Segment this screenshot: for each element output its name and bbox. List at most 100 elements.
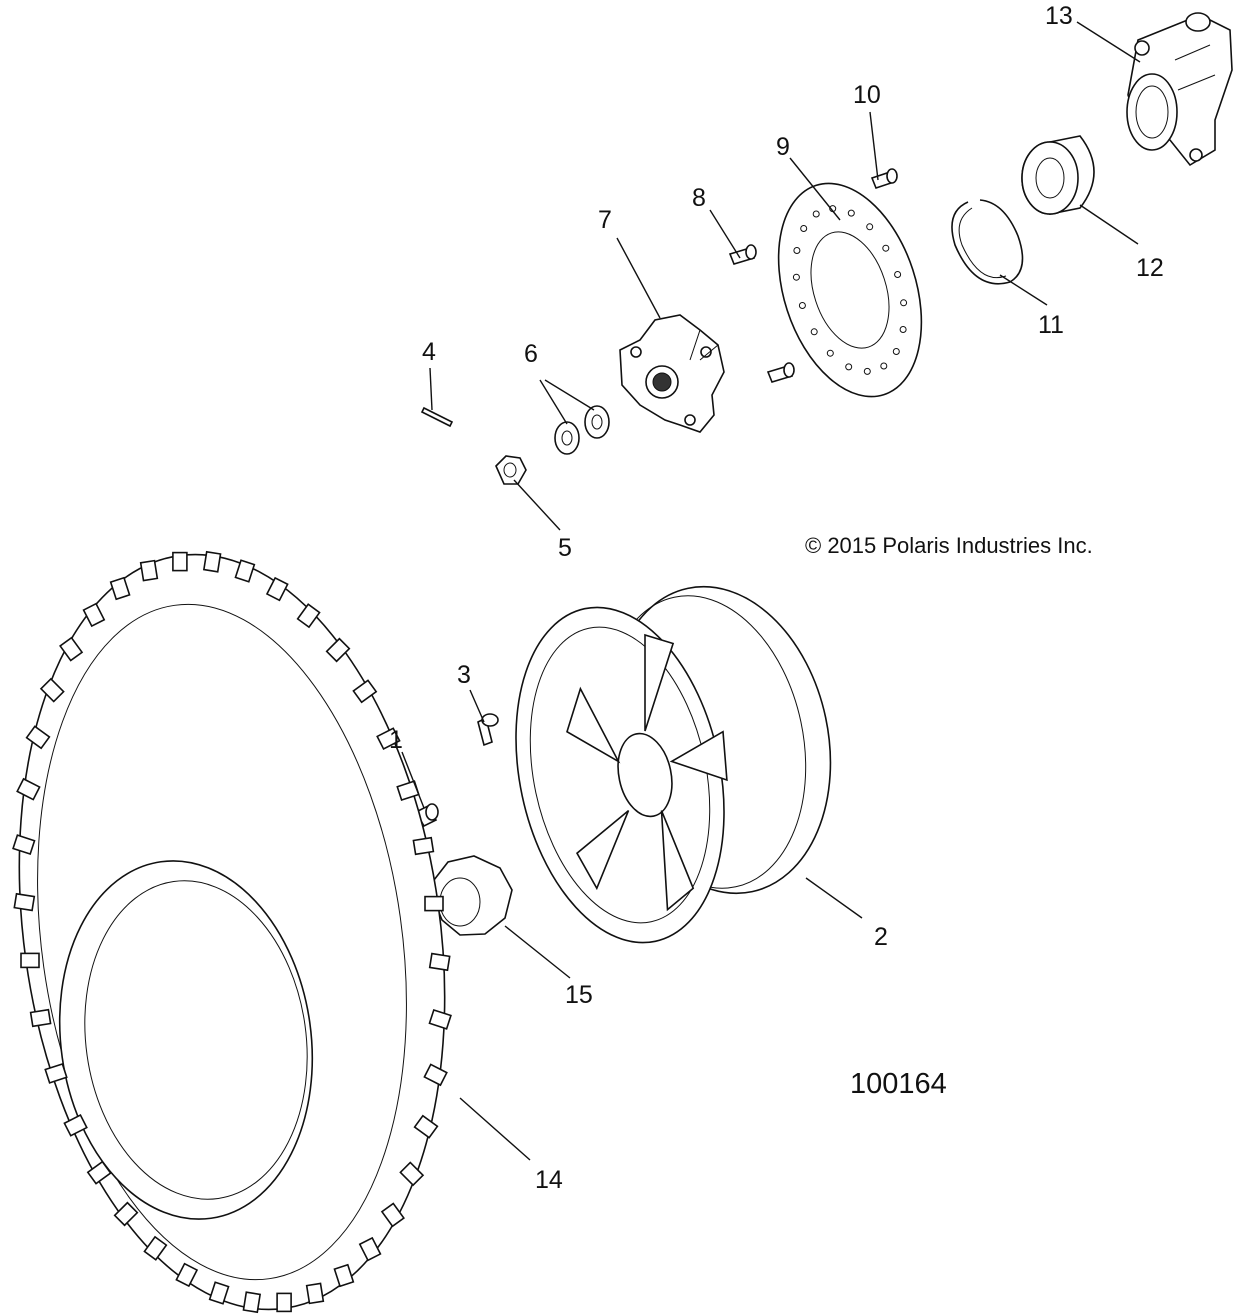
part-6-washers: [554, 405, 610, 455]
part-2-wheel-rim: [515, 585, 832, 944]
part-3-valve-stem: [477, 713, 499, 747]
leader-13: [1076, 21, 1141, 63]
callout-10: 10: [853, 81, 881, 109]
disc-hole: [793, 247, 801, 254]
tire-tread-block: [376, 727, 401, 750]
rim-spoke: [660, 810, 695, 912]
part-15-center-cap: [433, 855, 513, 936]
tire-tread-block: [12, 834, 36, 856]
tire-tread-block: [13, 892, 36, 912]
tire-tread-block: [423, 1063, 448, 1087]
part-8-bolt: [728, 244, 795, 383]
tire-tread-block: [139, 559, 159, 582]
callout-9: 9: [776, 133, 790, 161]
tire-tread-block: [82, 602, 106, 628]
disc-hole: [792, 273, 800, 281]
rim-spoke: [644, 633, 675, 732]
part-9-brake-disc: [777, 182, 923, 398]
tire-tread-block: [358, 1236, 382, 1262]
callout-13: 13: [1045, 2, 1073, 30]
callout-2: 2: [874, 923, 888, 951]
tire-tread-block: [428, 952, 451, 972]
part-13-bearing-carrier: [1126, 12, 1233, 167]
leader-15: [504, 925, 571, 979]
tire-tread-block: [352, 679, 378, 704]
part-7-wheel-hub: [619, 314, 725, 433]
leader-11: [999, 274, 1048, 306]
leader-3: [469, 689, 485, 723]
callout-14: 14: [535, 1166, 563, 1194]
copyright-notice: © 2015 Polaris Industries Inc.: [805, 533, 1093, 558]
callout-4: 4: [422, 338, 436, 366]
tire-tread-block: [109, 576, 131, 601]
disc-hole: [892, 348, 900, 355]
disc-hole: [866, 223, 874, 231]
tire-tread-block: [25, 725, 51, 750]
part-5-castle-nut: [495, 455, 527, 485]
tire-tread-block: [29, 1008, 52, 1028]
tire-tread-block: [39, 677, 65, 703]
tire-tread-block: [143, 1235, 168, 1261]
leader-12: [1079, 204, 1139, 245]
leader-14: [459, 1097, 531, 1161]
disc-hole: [810, 328, 818, 336]
leader-5: [513, 479, 561, 531]
tire-tread-block: [424, 895, 444, 912]
disc-hole: [812, 210, 820, 218]
part-12-wheel-bearing: [1021, 135, 1095, 215]
rim-spoke: [575, 809, 630, 891]
tire-tread-block: [333, 1263, 355, 1288]
tire-tread-block: [63, 1114, 88, 1137]
tire-tread-block: [202, 550, 222, 573]
tire-tread-block: [413, 1114, 439, 1139]
callout-7: 7: [598, 206, 612, 234]
disc-hole: [899, 326, 907, 333]
part-10-bolt: [870, 168, 898, 189]
disc-hole: [845, 363, 853, 371]
tire-tread-block: [305, 1282, 325, 1305]
tire-tread-block: [412, 836, 435, 856]
tire-tread-block: [234, 559, 256, 583]
callout-6: 6: [524, 340, 538, 368]
disc-hole: [882, 244, 890, 252]
tire-tread-block: [172, 551, 188, 572]
tire-tread-block: [265, 576, 289, 602]
leader-lines: [401, 21, 1141, 1161]
callout-1: 1: [389, 726, 403, 754]
disc-hole: [798, 302, 806, 309]
disc-hole: [894, 271, 902, 278]
leader-7: [616, 237, 661, 319]
tire-tread-block: [86, 1160, 112, 1185]
leader-6a: [539, 379, 568, 425]
callout-labels: 13 12 11 10 9 8 7 6 5 4 3 1 2 15 14: [389, 2, 1164, 1194]
tire-tread-block: [276, 1292, 292, 1313]
disc-hole: [863, 367, 871, 375]
disc-hole: [880, 362, 888, 370]
leader-1: [401, 751, 425, 809]
tire-tread-block: [20, 952, 40, 969]
tire-tread-block: [59, 636, 84, 662]
tire-tread-block: [399, 1161, 425, 1187]
tire-tread-block: [296, 603, 321, 629]
disc-hole: [800, 225, 808, 232]
figure-number: 100164: [850, 1068, 947, 1100]
leader-10: [869, 111, 879, 181]
tire-tread-block: [325, 637, 351, 663]
part-4-cotter-pin: [420, 406, 454, 428]
leader-6b: [544, 379, 595, 411]
tire-tread-block: [175, 1262, 199, 1288]
tire-tread-block: [44, 1062, 68, 1084]
callout-15: 15: [565, 981, 593, 1009]
tire-tread-block: [380, 1202, 405, 1228]
disc-hole: [847, 209, 855, 217]
disc-hole: [826, 349, 834, 357]
leader-2: [805, 877, 863, 919]
callout-5: 5: [558, 534, 572, 562]
part-11-snap-ring: [951, 199, 1024, 285]
callout-11: 11: [1038, 311, 1064, 339]
callout-3: 3: [457, 661, 471, 689]
leader-8: [709, 209, 741, 259]
disc-hole: [900, 299, 908, 307]
rim-spoke: [566, 686, 621, 764]
